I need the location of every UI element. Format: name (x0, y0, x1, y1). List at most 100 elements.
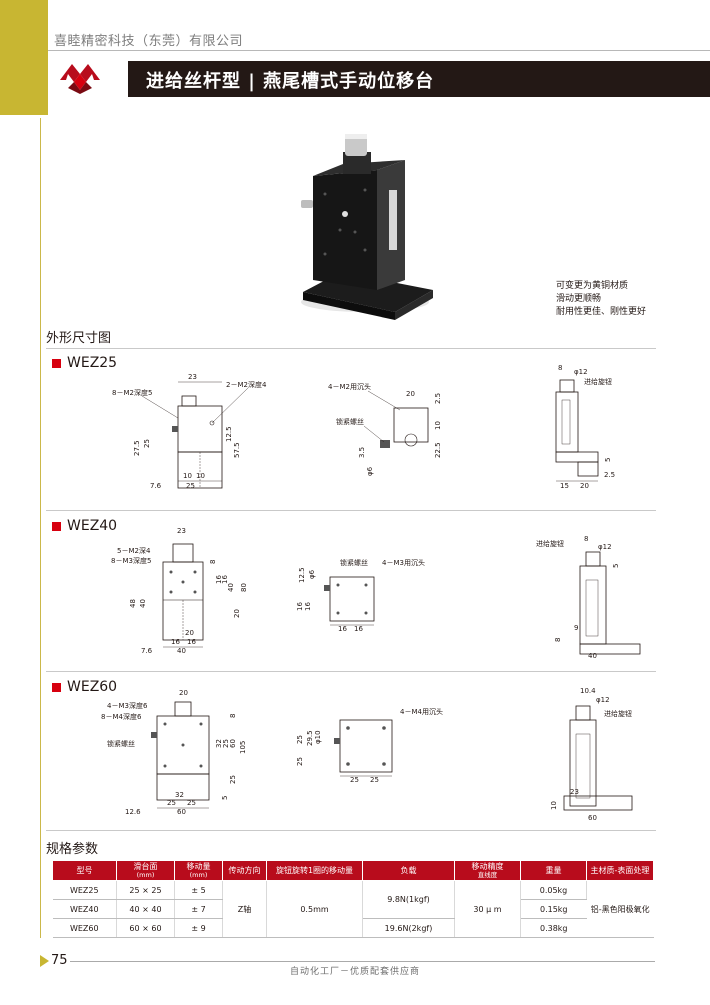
dim-label: 8 (554, 638, 562, 642)
dim-label: 20 (233, 609, 241, 618)
dim-label: 22.5 (434, 442, 442, 458)
dim-label: 4－M3用沉头 (382, 558, 425, 567)
cell-material: 铝-黑色阳极氧化 (586, 880, 654, 938)
wez60-front-view: 20 4－M3深度6 8－M4深度6 锁紧螺丝 8 32 25 60 105 2… (101, 689, 247, 816)
cell-weight: 0.15kg (520, 899, 587, 919)
dim-label: 16 (338, 625, 347, 633)
header-label: 型号 (76, 866, 93, 875)
page-number-text: 75 (51, 953, 68, 968)
model-name: WEZ40 (67, 518, 118, 534)
wez60-top-view: 4－M4用沉头 25 29.5 φ10 25 25 25 (296, 707, 443, 784)
dim-label: φ6 (366, 466, 374, 476)
dim-label: 进给旋钮 (536, 539, 564, 548)
dim-label: 16 (304, 602, 312, 611)
cell-direction: Z轴 (222, 880, 267, 938)
cell-accuracy: 30 μ m (454, 880, 521, 938)
wez40-side-view: 进给旋钮 8 φ12 5 9 8 40 (536, 535, 641, 660)
dim-label: 27.5 (133, 440, 141, 456)
dim-label: 20 (580, 482, 589, 490)
dim-label: 9 (574, 624, 578, 632)
company-logo (60, 64, 100, 94)
cell-travel: ± 7 (174, 899, 223, 919)
cell-table-size: 60 × 60 (116, 918, 175, 938)
spec-heading: 规格参数 (46, 842, 99, 857)
header-label: 旋钮旋转1圈的移动量 (275, 866, 354, 875)
spec-header-row: 型号 滑台面(mm) 移动量(mm) 传动方向 旋钮旋转1圈的移动量 负载 移动… (52, 860, 654, 881)
arrow-right-icon (40, 954, 49, 967)
cell-table-size: 40 × 40 (116, 899, 175, 919)
dim-label: 40 (139, 599, 147, 608)
header-unit: (mm) (136, 870, 155, 879)
cell-per-turn: 0.5mm (266, 880, 363, 938)
dim-label: 10 (196, 472, 205, 480)
header-accent-band (0, 0, 48, 115)
feature-line: 滑动更顺畅 (556, 294, 602, 304)
spec-col-header: 旋钮旋转1圈的移动量 (266, 860, 363, 881)
model-heading-wez60: WEZ60 (52, 679, 117, 695)
dim-label: 10.4 (580, 687, 596, 695)
model-heading-wez40: WEZ40 (52, 518, 117, 534)
dim-label: 32 (215, 739, 223, 748)
wez25-front-view: 8－M2深度5 2－M2深度4 23 10 10 25 7.6 57.5 12.… (112, 373, 267, 490)
footer-divider (70, 961, 655, 962)
dim-label: 锁紧螺丝 (340, 558, 368, 567)
dim-label: 15 (560, 482, 569, 490)
dim-label: 16 (215, 575, 223, 584)
dim-label: φ10 (314, 730, 322, 744)
dim-label: 进给旋钮 (584, 377, 612, 386)
dim-label: 60 (177, 808, 186, 816)
dim-label: 12.5 (298, 567, 306, 583)
header-label: 移动量 (186, 861, 211, 871)
dim-label: 25 (222, 739, 230, 748)
dim-label: φ12 (574, 368, 588, 376)
spec-col-header: 移动精度直线度 (454, 860, 521, 881)
bullet-square-icon (52, 358, 61, 368)
bullet-square-icon (52, 521, 61, 531)
dim-label: 25 (167, 799, 176, 807)
spec-col-header: 传动方向 (222, 860, 267, 881)
dim-label: 105 (239, 741, 247, 754)
page-title-bar: 进给丝杆型 | 燕尾槽式手动位移台 (128, 61, 710, 97)
dim-label: 4－M3深度6 (107, 701, 148, 710)
dim-label: 25 (186, 482, 195, 490)
header-unit: 直线度 (477, 870, 498, 879)
spec-col-header: 滑台面(mm) (116, 860, 175, 881)
wez25-top-view: 4－M2用沉头 20 2.5 10 22.5 锁紧螺丝 3.5 φ6 (328, 382, 442, 476)
header-divider (48, 50, 710, 51)
dim-label: 3.5 (358, 447, 366, 458)
dim-label: 8 (229, 714, 237, 718)
dim-label: 8 (209, 560, 217, 564)
product-photo (301, 134, 433, 320)
dim-label: 2.5 (604, 471, 615, 479)
dim-label: 8－M4深度6 (101, 712, 142, 721)
dim-label: 25 (187, 799, 196, 807)
dim-label: 16 (171, 638, 180, 646)
dim-label: 40 (177, 647, 186, 655)
dim-label: 7.6 (150, 482, 162, 490)
spec-col-header: 主材质-表面处理 (586, 860, 654, 881)
dim-label: φ6 (308, 569, 316, 579)
cell-weight: 0.05kg (520, 880, 587, 900)
dim-label: 57.5 (233, 442, 241, 458)
dim-label: 10 (550, 801, 558, 810)
wez40-front-view: 23 5－M2深4 8－M3深度5 8 16 16 40 20 80 48 40… (111, 527, 248, 655)
dim-label: 25 (296, 757, 304, 766)
cell-model: WEZ25 (52, 880, 117, 900)
dim-label: 23 (570, 788, 579, 796)
dim-label: 60 (229, 739, 237, 748)
header-label: 主材质-表面处理 (590, 866, 650, 875)
dim-label: 8－M3深度5 (111, 556, 151, 565)
model-heading-wez25: WEZ25 (52, 355, 117, 371)
dim-label: 16 (354, 625, 363, 633)
model-name: WEZ60 (67, 679, 118, 695)
dim-label: 2.5 (434, 393, 442, 404)
dim-label: 5－M2深4 (117, 546, 151, 555)
wez60-side-view: 10.4 φ12 进给旋钮 23 10 60 (550, 687, 633, 822)
page-title: 进给丝杆型 | 燕尾槽式手动位移台 (146, 71, 435, 92)
dim-label: 32 (175, 791, 184, 799)
feature-line: 可变更为黄铜材质 (556, 281, 629, 291)
section-divider (46, 830, 656, 831)
dim-label: 20 (179, 689, 188, 697)
dim-label: 7.6 (141, 647, 153, 655)
dim-label: 10 (434, 421, 442, 430)
